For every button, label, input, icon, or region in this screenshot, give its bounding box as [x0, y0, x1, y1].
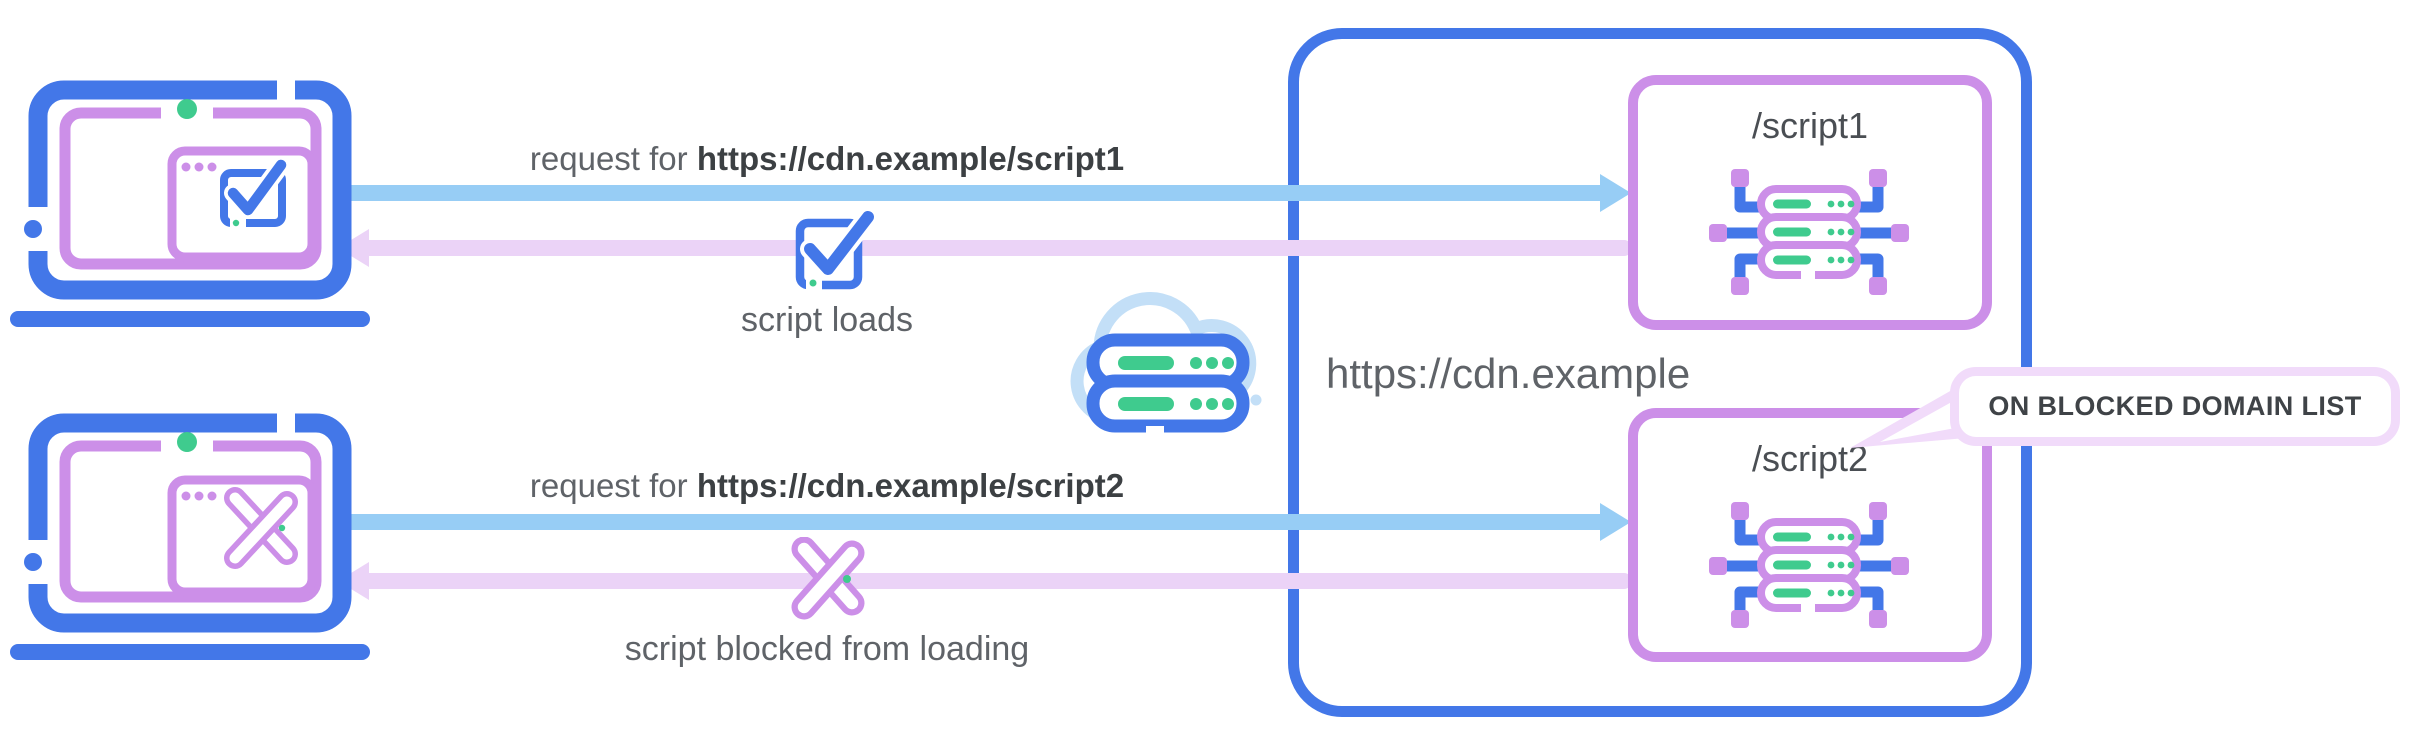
request-label-1: request for https://cdn.example/script1	[327, 140, 1327, 178]
request-label-2: request for https://cdn.example/script2	[327, 467, 1327, 505]
endpoint-script1-label: /script1	[1751, 105, 1869, 146]
status-dot	[177, 99, 197, 119]
cloud-server-icon	[1070, 292, 1262, 435]
cross-icon	[224, 487, 298, 569]
server-rack-icon	[1709, 169, 1909, 295]
response-label-1: script loads	[741, 301, 913, 339]
request-url-1: https://cdn.example/script1	[696, 140, 1125, 177]
request-prefix-1: request for	[529, 140, 697, 177]
laptop-blocked-icon	[10, 408, 370, 660]
request-arrow-1	[338, 185, 1600, 201]
response-arrow-1	[369, 240, 1632, 256]
callout-tail	[1850, 382, 1966, 448]
cross-icon	[791, 537, 865, 620]
checkmark-icon	[795, 207, 878, 290]
laptop-allowed-icon	[10, 75, 370, 327]
status-dot	[177, 432, 197, 452]
server-icon	[1086, 333, 1250, 435]
response-label-2: script blocked from loading	[624, 630, 1030, 668]
callout-label: ON BLOCKED DOMAIN LIST	[1988, 391, 2362, 421]
cdn-label: https://cdn.example	[1326, 350, 1691, 397]
request-arrowhead-1	[1600, 174, 1631, 212]
request-url-2: https://cdn.example/script2	[696, 467, 1125, 504]
request-arrowhead-2	[1600, 503, 1631, 541]
endpoint-script2: /script2	[1628, 408, 1992, 662]
checkmark-icon	[220, 156, 290, 229]
request-arrow-2	[338, 514, 1600, 530]
endpoint-script1: /script1	[1628, 75, 1992, 330]
response-arrow-2	[369, 573, 1632, 589]
endpoint-script2-label: /script2	[1751, 438, 1869, 479]
request-prefix-2: request for	[529, 467, 697, 504]
server-rack-icon	[1709, 502, 1909, 628]
callout-bubble: ON BLOCKED DOMAIN LIST	[1950, 367, 2400, 446]
